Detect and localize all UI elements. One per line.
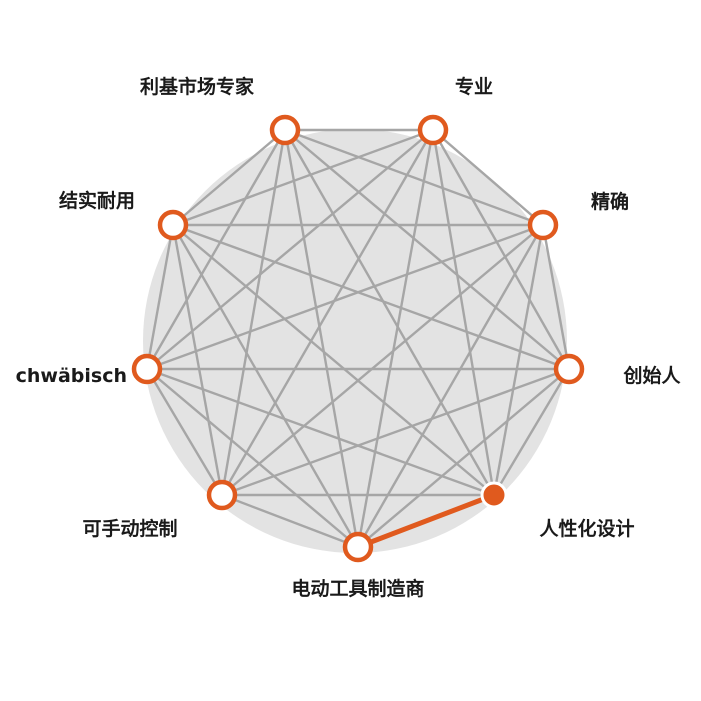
ring-node-icon: [342, 531, 374, 563]
edge-expert-manufacturer: [283, 129, 360, 548]
edge-precise-manufacturer: [356, 224, 545, 548]
node-label-manufacturer: 电动工具制造商: [291, 577, 424, 600]
node-label-controllable: 可手动控制: [82, 517, 177, 540]
ring-node-icon: [269, 114, 301, 146]
node-label-founder: 创始人: [622, 364, 681, 387]
node-label-ergonomic: 人性化设计: [539, 517, 634, 540]
ring-node-icon: [131, 353, 163, 385]
filled-dot-node-icon: [480, 481, 508, 509]
highlighted-edge: [355, 492, 497, 550]
edge-professional-manufacturer: [356, 129, 435, 548]
edge-founder-manufacturer: [357, 368, 570, 548]
edge-precise-ergonomic: [492, 224, 545, 496]
edge-manufacturer-robust: [171, 224, 360, 548]
node-founder[interactable]: 创始人: [553, 353, 681, 387]
edge-professional-ergonomic: [431, 129, 496, 496]
edge-founder-robust: [172, 223, 570, 371]
node-group: 利基市场专家 专业 精确 创始人 人性化设计 电动工具制造商 可手动控制 ch: [16, 75, 682, 600]
node-robust[interactable]: 结实耐用: [59, 189, 189, 241]
edge-expert-controllable: [220, 129, 287, 496]
edge-founder-ergonomic: [492, 368, 571, 496]
edge-professional-robust: [172, 128, 434, 227]
edge-professional-precise: [432, 129, 544, 226]
node-controllable[interactable]: 可手动控制: [82, 479, 238, 540]
node-expert[interactable]: 利基市场专家: [140, 75, 301, 146]
node-label-professional: 专业: [455, 75, 493, 98]
node-precise[interactable]: 精确: [527, 190, 629, 241]
edge-manufacturer-controllable: [221, 493, 359, 549]
node-label-precise: 精确: [591, 190, 629, 213]
ring-node-icon: [157, 209, 189, 241]
edge-expert-swabian: [145, 129, 287, 370]
ring-node-icon: [553, 353, 585, 385]
edge-professional-controllable: [220, 129, 435, 496]
edge-expert-robust: [172, 129, 286, 226]
edge-precise-swabian: [146, 223, 544, 371]
edge-group: [145, 128, 571, 549]
edge-professional-founder: [431, 129, 571, 370]
ring-node-icon: [206, 479, 238, 511]
edge-professional-swabian: [146, 129, 434, 370]
edge-founder-controllable: [221, 367, 570, 497]
node-ergonomic[interactable]: 人性化设计: [480, 481, 635, 540]
node-swabian[interactable]: chwäbisch: [16, 353, 163, 387]
ring-node-icon: [527, 209, 559, 241]
edge-controllable-robust: [171, 224, 224, 496]
node-professional[interactable]: 专业: [417, 75, 493, 146]
node-manufacturer[interactable]: 电动工具制造商: [291, 531, 425, 600]
edge-expert-ergonomic: [283, 129, 496, 496]
edge-ergonomic-robust: [172, 224, 495, 496]
edge-precise-founder: [541, 224, 571, 370]
node-label-robust: 结实耐用: [59, 189, 135, 212]
ring-node-icon: [417, 114, 449, 146]
node-label-swabian: chwäbisch: [16, 365, 127, 387]
node-label-expert: 利基市场专家: [140, 75, 255, 98]
edge-expert-founder: [284, 129, 570, 370]
edge-expert-precise: [284, 128, 544, 227]
edge-manufacturer-swabian: [146, 368, 359, 548]
edge-controllable-swabian: [145, 368, 224, 496]
edge-ergonomic-swabian: [146, 367, 495, 497]
edge-precise-controllable: [221, 224, 544, 496]
edge-swabian-robust: [145, 224, 175, 370]
